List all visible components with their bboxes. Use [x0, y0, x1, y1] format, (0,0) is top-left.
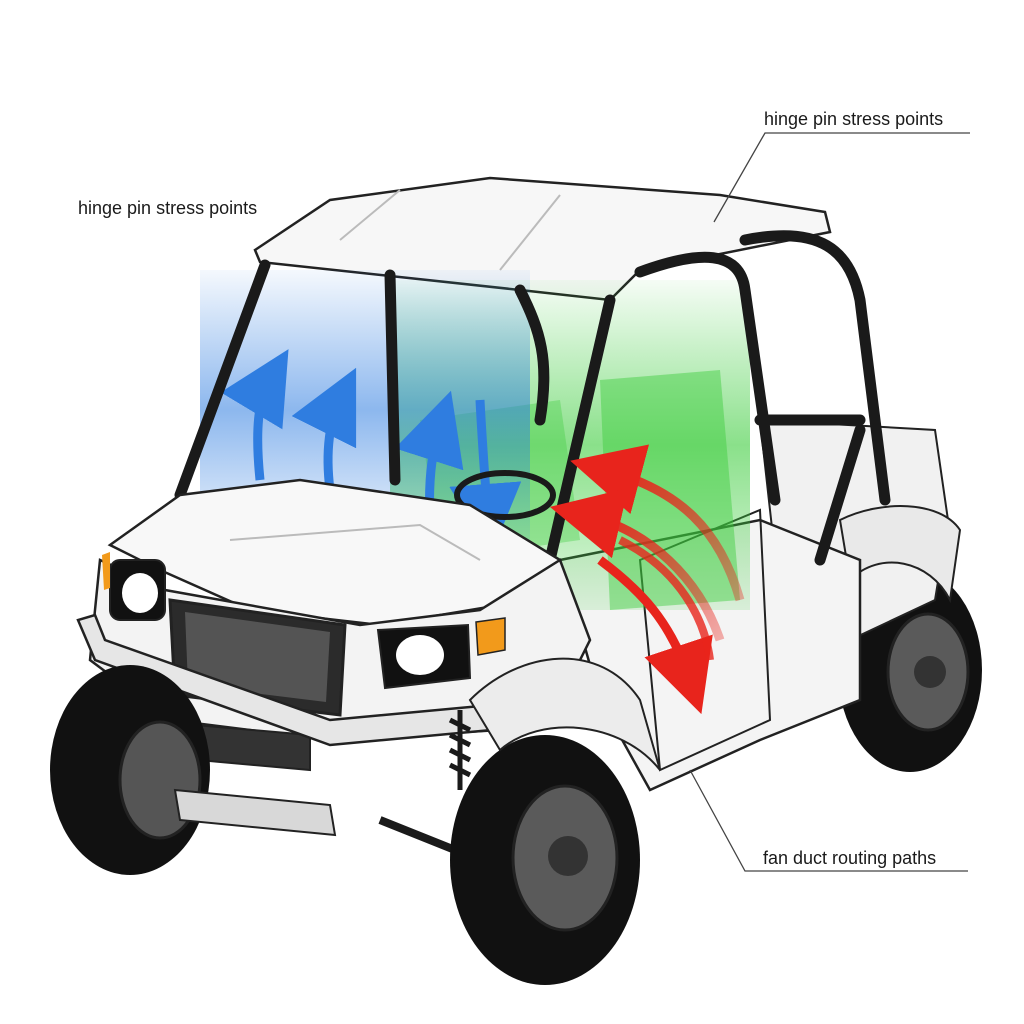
front-fender [468, 657, 661, 771]
callout-label-top-right: hinge pin stress points [764, 109, 944, 129]
callout-label-top-left: hinge pin stress points [78, 198, 258, 218]
front-right-wheel [450, 735, 640, 985]
blue-airflow-arrow [291, 367, 357, 491]
roof-rib [499, 194, 561, 271]
red-airflow-arrow [597, 556, 713, 715]
red-airflow-arrow [570, 444, 745, 602]
blue-airflow-arrow [220, 349, 289, 481]
amber-marker-light [102, 552, 110, 590]
leader-line-bottom-right [689, 769, 968, 872]
leader-line-top-right [713, 132, 970, 223]
callout-label-bottom-right: fan duct routing paths [763, 848, 937, 868]
callout-leaders [689, 132, 970, 872]
hood-crease [229, 523, 481, 561]
red-airflow-arrow [618, 536, 714, 661]
roof-rib [339, 189, 401, 241]
roll-cage [174, 230, 891, 566]
front-left-wheel [50, 665, 210, 875]
blue-airflow-arrow [449, 399, 522, 556]
left-headlight-lens [122, 573, 158, 613]
red-airflow-arrow [549, 488, 725, 642]
rear-fender [838, 505, 962, 604]
right-headlight-lens [396, 635, 444, 675]
skid-plate [173, 788, 337, 837]
red-airflow-paths [549, 444, 745, 715]
amber-marker-light [475, 617, 506, 656]
front-shock-spring [448, 710, 472, 790]
